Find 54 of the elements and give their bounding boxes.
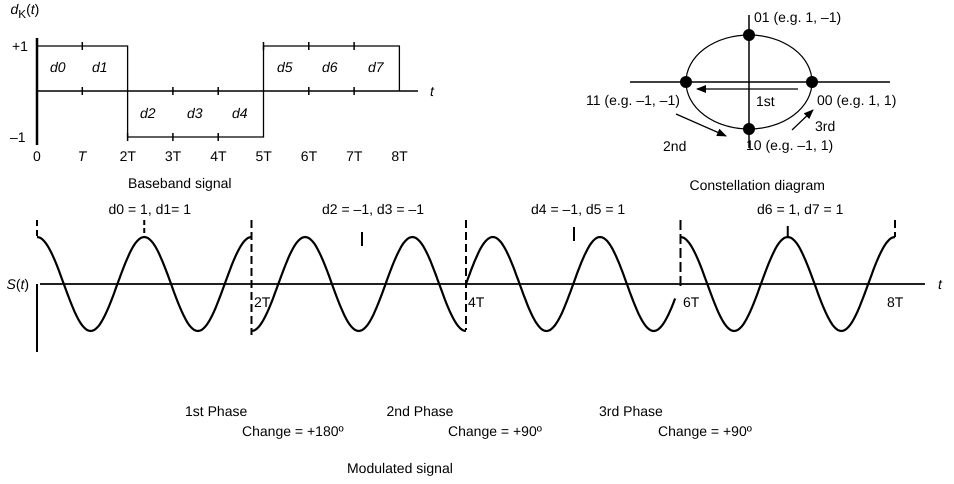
axis-label: +1 [12, 38, 28, 54]
panel-caption: Modulated signal [347, 460, 453, 476]
point-label: 10 (e.g. –1, 1) [746, 137, 834, 153]
phase-note: 1st Phase [185, 403, 248, 419]
tick-label: 2T [254, 294, 270, 310]
tick-label: 3T [164, 148, 182, 164]
point-label: 11 (e.g. –1, –1) [586, 92, 680, 108]
bit-label: d6 [322, 59, 338, 75]
tick-label: 4T [210, 148, 227, 164]
constellation-point [680, 76, 692, 88]
axis-label: d$_{K}$(t) [10, 1, 40, 23]
point-label: 00 (e.g. 1, 1) [817, 92, 896, 108]
bit-label: d3 [187, 105, 203, 121]
tick-label: T [78, 148, 86, 164]
bit-values: d6 = 1, d7 = 1 [757, 201, 844, 217]
tick-label: 8T [887, 294, 904, 310]
bit-label: d4 [232, 105, 248, 121]
phase-note: Change = +90º [658, 423, 752, 439]
bit-label: d1 [92, 59, 108, 75]
tick-label: 2T [120, 148, 136, 164]
bit-label: d7 [368, 59, 384, 75]
phase-note: Change = +180º [242, 423, 344, 439]
bit-label: d0 [50, 59, 66, 75]
bit-values: d2 = –1, d3 = –1 [322, 201, 424, 217]
phase-note: 3rd Phase [599, 403, 663, 419]
panel-caption: Baseband signal [128, 175, 232, 191]
tick-label: 0 [33, 148, 41, 164]
bit-label: d2 [140, 105, 156, 121]
axis-label: t [430, 83, 434, 99]
edge-label: 2nd [663, 138, 686, 154]
point-label: 01 (e.g. 1, –1) [754, 9, 842, 25]
tick-label: 8T [391, 148, 408, 164]
tick-label: 4T [468, 294, 484, 310]
arrow [696, 85, 798, 93]
edge-label: 3rd [815, 118, 836, 134]
tick-label: 6T [300, 148, 318, 164]
tick-label: 7T [346, 148, 362, 164]
tick-label: 6T [683, 294, 700, 310]
phase-note: Change = +90º [448, 423, 542, 439]
phase-note: 2nd Phase [386, 403, 454, 419]
bit-values: d4 = –1, d5 = 1 [531, 201, 626, 217]
panel-caption: Constellation diagram [690, 177, 825, 193]
edge-label: 1st [756, 93, 775, 109]
constellation-point [743, 29, 755, 41]
tick-label: 5T [256, 148, 272, 164]
arrow [792, 109, 814, 130]
arrow [676, 113, 727, 137]
axis-label: S(t) [6, 276, 30, 292]
bit-label: d5 [277, 59, 293, 75]
constellation-point [743, 123, 755, 135]
bit-values: d0 = 1, d1= 1 [108, 201, 192, 217]
constellation-point [806, 76, 818, 88]
axis-label: t [938, 276, 942, 292]
axis-label: –1 [10, 129, 26, 145]
